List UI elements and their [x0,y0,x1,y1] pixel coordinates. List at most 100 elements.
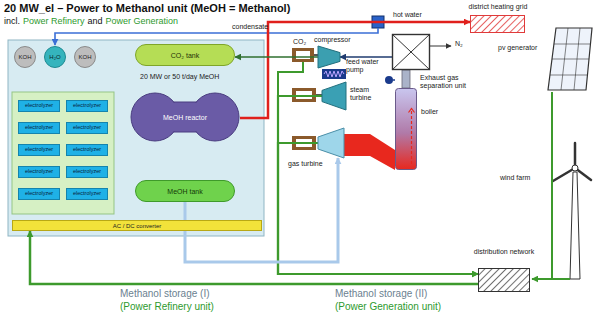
reactor-vessel: MeOH reactor [130,92,240,142]
subtitle-text: and [88,16,103,26]
electrolyzer-box: electrolyzer [18,188,60,200]
converter-bar: AC / DC converter [12,220,262,231]
node-text: electrolyzer [66,144,108,156]
nitrogen-line [430,46,451,47]
electrolyzer-box-shape [67,123,108,134]
wind-rotor [553,143,591,181]
gas-turbine: gas turbine [318,128,344,158]
subtitle-text: Power Refinery [23,16,85,26]
electrolyzer-box: electrolyzer [66,100,108,112]
boiler-outline [395,88,417,170]
methanol-tank-shape [136,181,235,202]
co2-tank: CO₂ tank [135,44,235,66]
node-text: CO₂ tank [135,44,235,66]
electrolyzer-box-shape [67,189,108,200]
decor-part [552,59,589,60]
decor-part [554,44,590,45]
electrolyzer-box: electrolyzer [66,144,108,156]
hot-water-line [240,22,470,118]
electrolyzer-box-shape [67,145,108,156]
chemical-tank: KOH [14,46,36,68]
exhaust-gas-line [340,56,392,58]
steam-coil-winding [324,71,344,77]
electrolyzer-box: electrolyzer [66,166,108,178]
electrolyzer-box-shape [19,167,60,178]
node-text: Exhaust gas separation unit [420,74,478,90]
separation-unit: Exhaust gas separation unit [392,34,430,70]
water-tank-shape [45,47,66,68]
node-text: H₂O [44,46,66,68]
node-text: MeOH reactor [130,92,240,142]
node-text: electrolyzer [66,166,108,178]
compressor-shape [318,46,340,68]
electrolyzer-box: electrolyzer [66,188,108,200]
converter-bar-shape [13,221,262,231]
methanol-line [185,158,338,262]
node-text: electrolyzer [18,166,60,178]
storage-label: Methanol storage (II) [335,288,427,300]
distribution-network-outline [478,268,530,292]
node-text: electrolyzer [66,188,108,200]
edge-label: hot water [392,11,423,19]
pump-line [393,79,395,81]
unit-panel [8,40,264,236]
grid-supply-line [30,231,478,284]
node-text: distribution network [472,248,536,256]
node-text: electrolyzer [18,188,60,200]
electrolyzer-box: electrolyzer [66,122,108,134]
steam-turbine: steam turbine [322,82,346,110]
chemical-tank: KOH [74,46,96,68]
heating-grid-shape [471,16,525,33]
co2-line [235,56,318,58]
node-text: KOH [14,46,36,68]
node-text: KOH [74,46,96,68]
node-text: MeOH tank [135,180,235,202]
feed-water-pump [385,76,393,84]
unit-label: (Power Refinery unit) [120,301,214,313]
wind-tower [570,172,580,279]
electrolyzer-box-shape [19,145,60,156]
subtitle-row: incl.Power RefineryandPower Generation [4,16,178,26]
steam-turbine-shape [322,82,346,110]
electrolyzer-box: electrolyzer [18,122,60,134]
wind-hub [572,165,578,171]
node-text: district heating grid [458,3,538,11]
node-text: compressor [314,36,364,44]
compressor: compressor [318,46,340,68]
electrolyzer-box: electrolyzer [18,100,60,112]
subtitle-text: Power Generation [106,16,179,26]
decor-part [574,143,577,168]
heating-grid: district heating grid [470,15,525,33]
co2-tank-shape [136,45,235,66]
node-text: electrolyzer [66,100,108,112]
pv-cell-grid [550,28,590,90]
stream-label: N₂ [455,40,463,48]
decor-part [550,75,587,76]
water-tank: H₂O [44,46,66,68]
node-text: gas turbine [288,160,334,168]
equipment-label: wind farm [500,174,530,182]
compressor-shaft [314,54,318,56]
unit-label: (Power Generation unit) [335,301,441,313]
title: 20 MW_el – Power to Methanol unit (MeOH … [4,2,290,15]
decor-part [553,168,575,181]
heating-grid-outline [470,15,525,33]
power-line [278,96,478,274]
reactor-vessel-shape [131,93,239,141]
separation-unit-shape [392,34,430,70]
steam-turbine-outline [322,82,346,110]
separation-unit-outline [392,34,430,70]
methanol-tank: MeOH tank [135,180,235,202]
stream-label: CO₂ [293,38,306,46]
exhaust-duct [344,134,395,170]
chemical-tank-shape [15,47,36,68]
storage-label: Methanol storage (I) [120,288,210,300]
electrolyzer-box: electrolyzer [18,166,60,178]
node-text: electrolyzer [18,144,60,156]
electrolyzer-box-shape [19,101,60,112]
distribution-network-shape [479,269,530,292]
electrolyzer-rack [12,92,114,214]
stream-label: condensate [232,23,268,31]
wind-power-line [552,278,570,280]
